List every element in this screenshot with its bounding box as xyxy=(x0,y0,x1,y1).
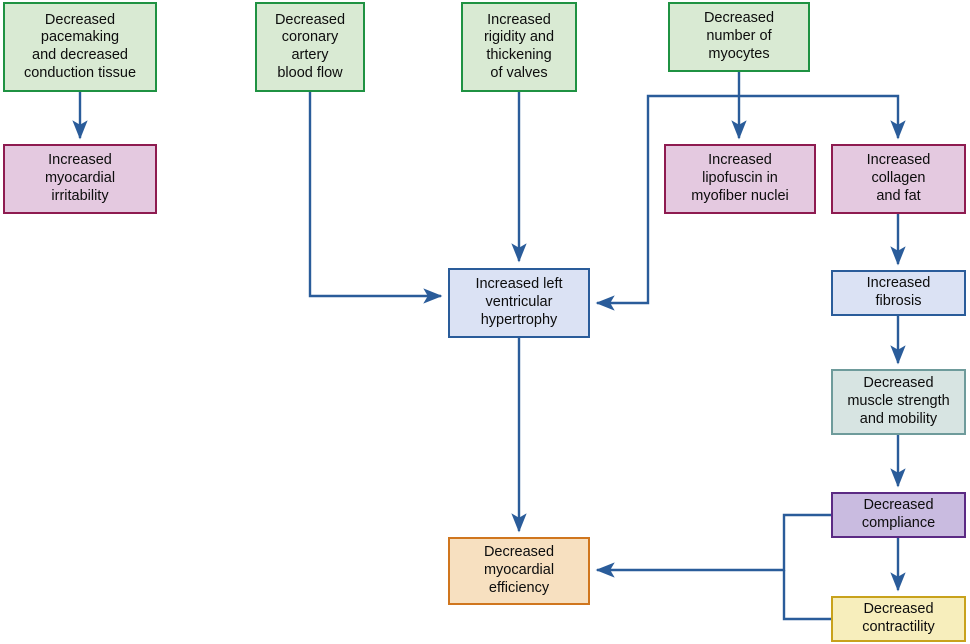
node-myocytes[interactable]: Decreased number of myocytes xyxy=(668,2,810,72)
edge-coronary-to-lvh xyxy=(308,92,443,304)
node-fibrosis[interactable]: Increased fibrosis xyxy=(831,270,966,316)
node-lipofuscin[interactable]: Increased lipofuscin in myofiber nuclei xyxy=(664,144,816,214)
edge-contractility-to-efficiency xyxy=(782,570,831,621)
node-coronary[interactable]: Decreased coronary artery blood flow xyxy=(255,2,365,92)
node-valves[interactable]: Increased rigidity and thickening of val… xyxy=(461,2,577,92)
node-pacemaking[interactable]: Decreased pacemaking and decreased condu… xyxy=(3,2,157,92)
node-efficiency[interactable]: Decreased myocardial efficiency xyxy=(448,537,590,605)
node-collagen[interactable]: Increased collagen and fat xyxy=(831,144,966,214)
node-muscle[interactable]: Decreased muscle strength and mobility xyxy=(831,369,966,435)
node-lvh[interactable]: Increased left ventricular hypertrophy xyxy=(448,268,590,338)
node-contractility[interactable]: Decreased contractility xyxy=(831,596,966,642)
edge-compliance-to-efficiency xyxy=(595,513,831,578)
node-compliance[interactable]: Decreased compliance xyxy=(831,492,966,538)
edge-myocytes-to-collagen xyxy=(739,94,906,140)
node-irritability[interactable]: Increased myocardial irritability xyxy=(3,144,157,214)
